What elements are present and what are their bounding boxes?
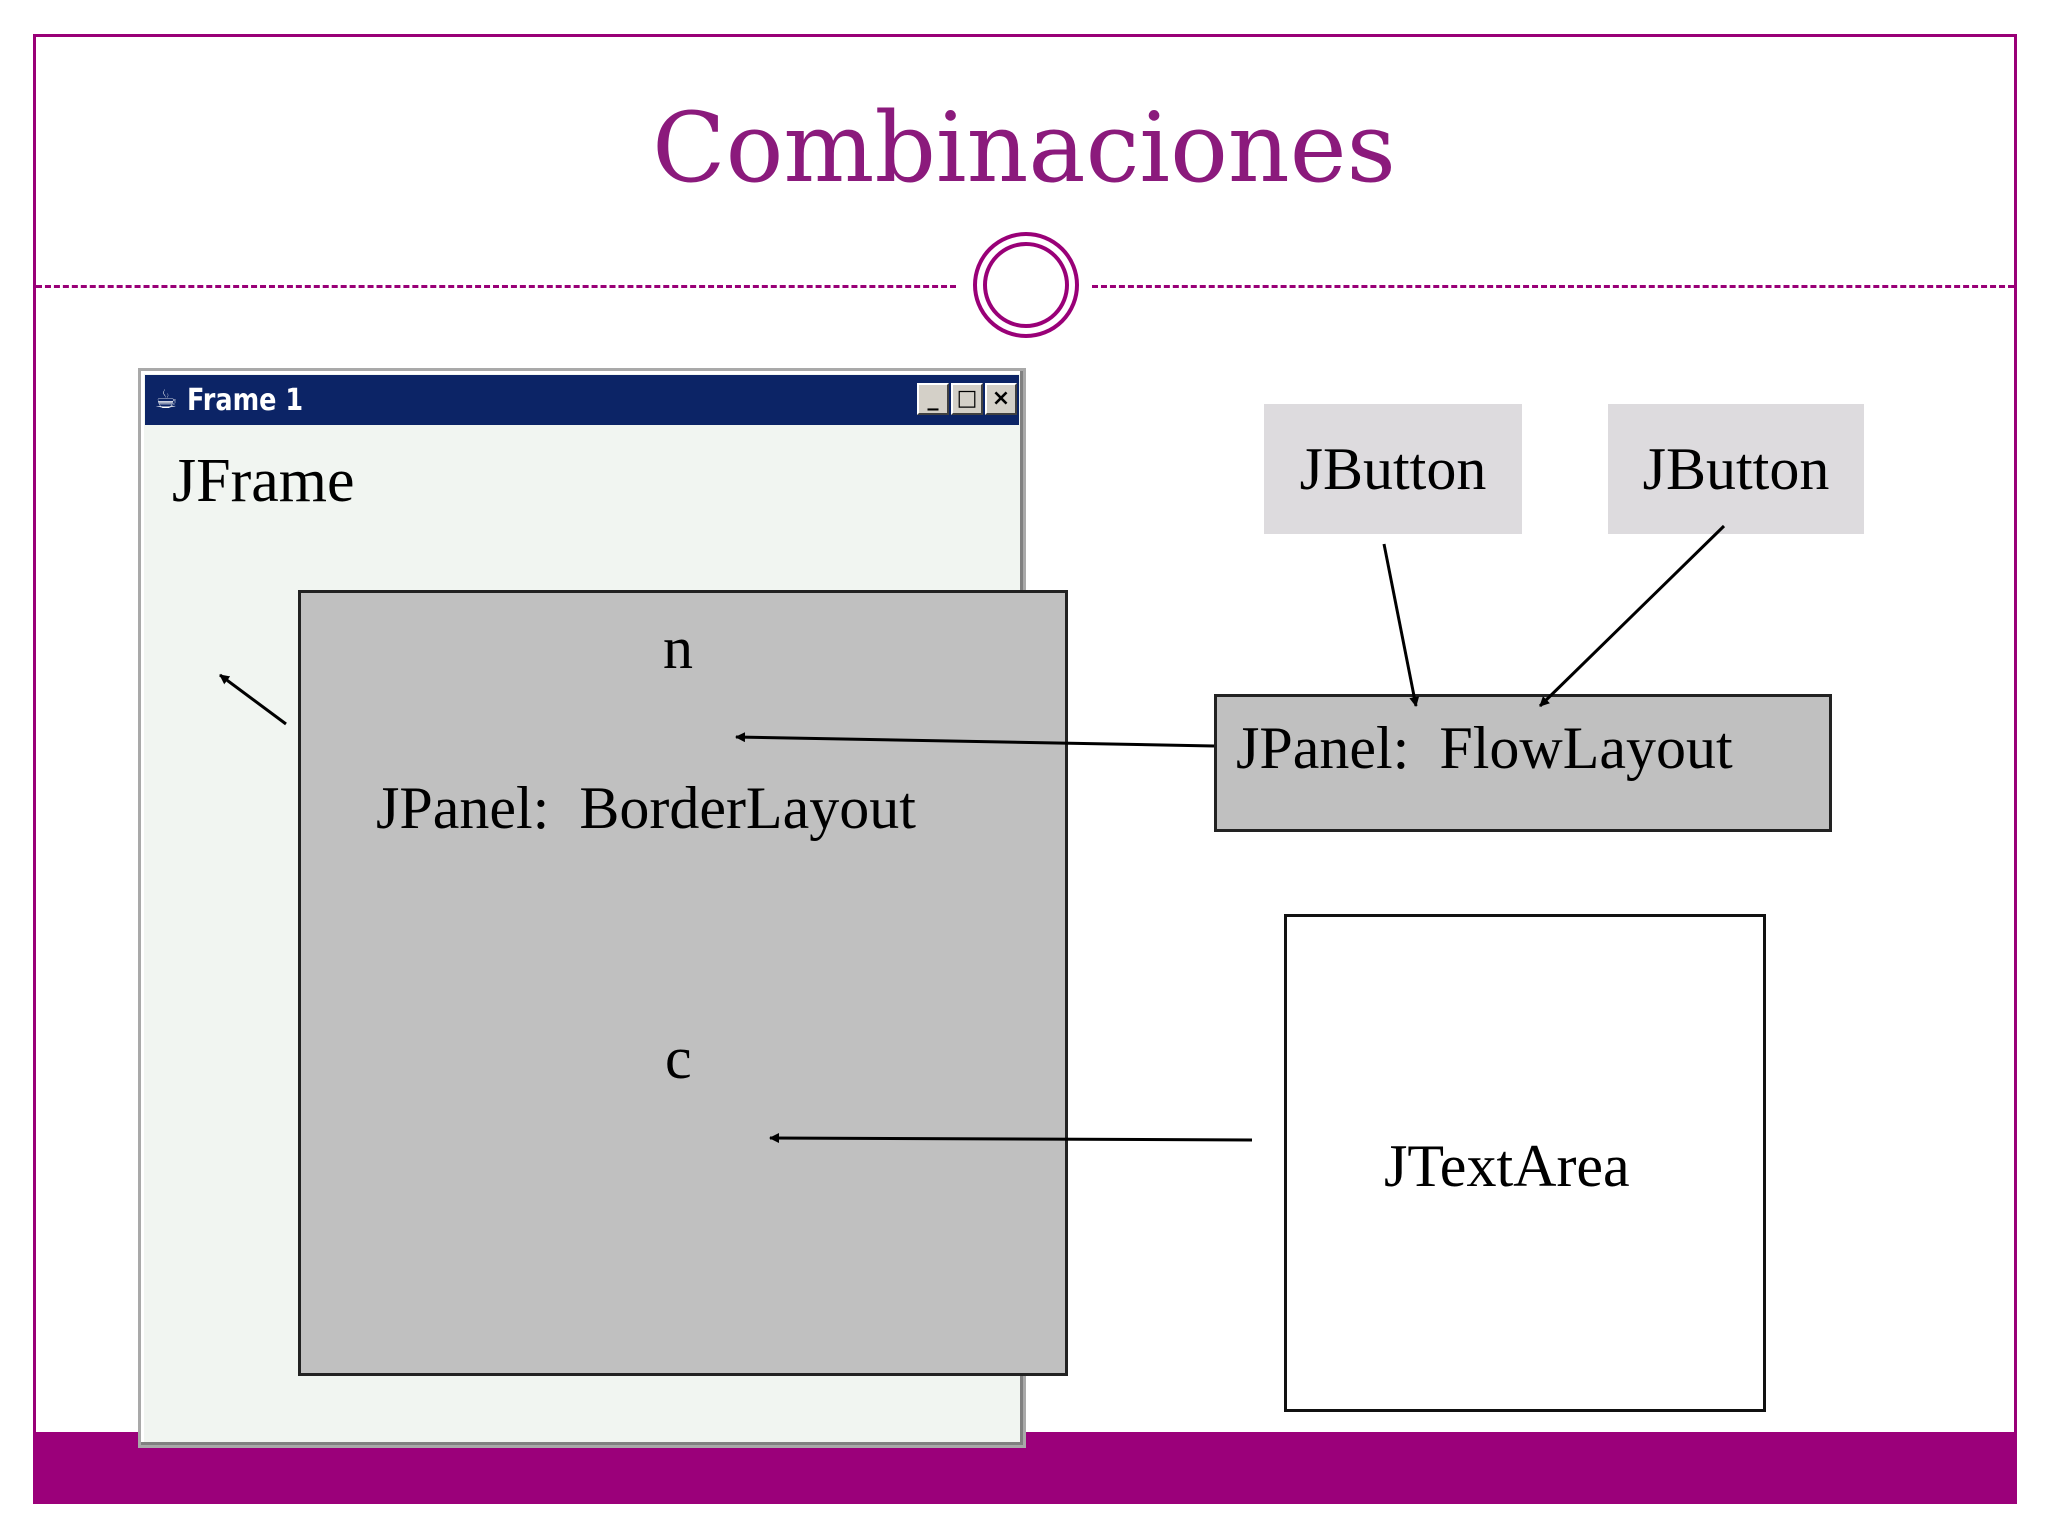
jbutton-1: JButton <box>1264 404 1522 534</box>
jframe-label: JFrame <box>172 447 355 515</box>
frame-titlebar[interactable]: ☕ Frame 1 _ □ × <box>145 375 1019 425</box>
maximize-button[interactable]: □ <box>951 383 983 415</box>
minimize-button[interactable]: _ <box>917 383 949 415</box>
slide-title: Combinaciones <box>652 92 1396 204</box>
borderlayout-label: JPanel: BorderLayout <box>376 775 916 841</box>
frame-title: Frame 1 <box>187 383 304 418</box>
center-region-label: c <box>665 1025 692 1091</box>
flowlayout-label: JPanel: FlowLayout <box>1236 715 1733 781</box>
divider-circle-inner <box>983 242 1069 328</box>
north-region-label: n <box>663 615 693 681</box>
jbutton-2: JButton <box>1608 404 1864 534</box>
flowlayout-panel <box>1214 694 1832 832</box>
title-divider-right <box>1092 285 2014 288</box>
java-cup-icon: ☕ <box>154 385 178 415</box>
close-button[interactable]: × <box>985 383 1017 415</box>
title-divider-left <box>36 285 956 288</box>
borderlayout-panel <box>298 590 1068 1376</box>
jtextarea-box <box>1284 914 1766 1412</box>
jtextarea-label: JTextArea <box>1384 1133 1630 1199</box>
